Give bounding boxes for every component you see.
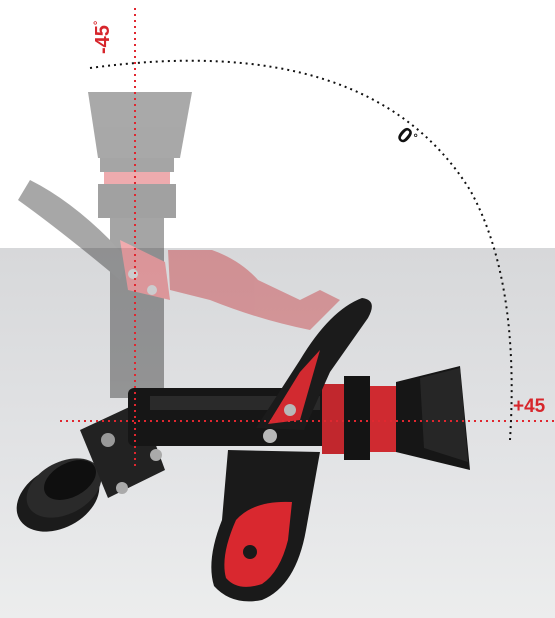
- main-nozzle: [16, 298, 470, 602]
- ghost-nozzle-vertical: [18, 92, 340, 398]
- angle-label-minus45: -45°: [92, 20, 114, 54]
- angle-label-plus45: +45: [513, 396, 546, 417]
